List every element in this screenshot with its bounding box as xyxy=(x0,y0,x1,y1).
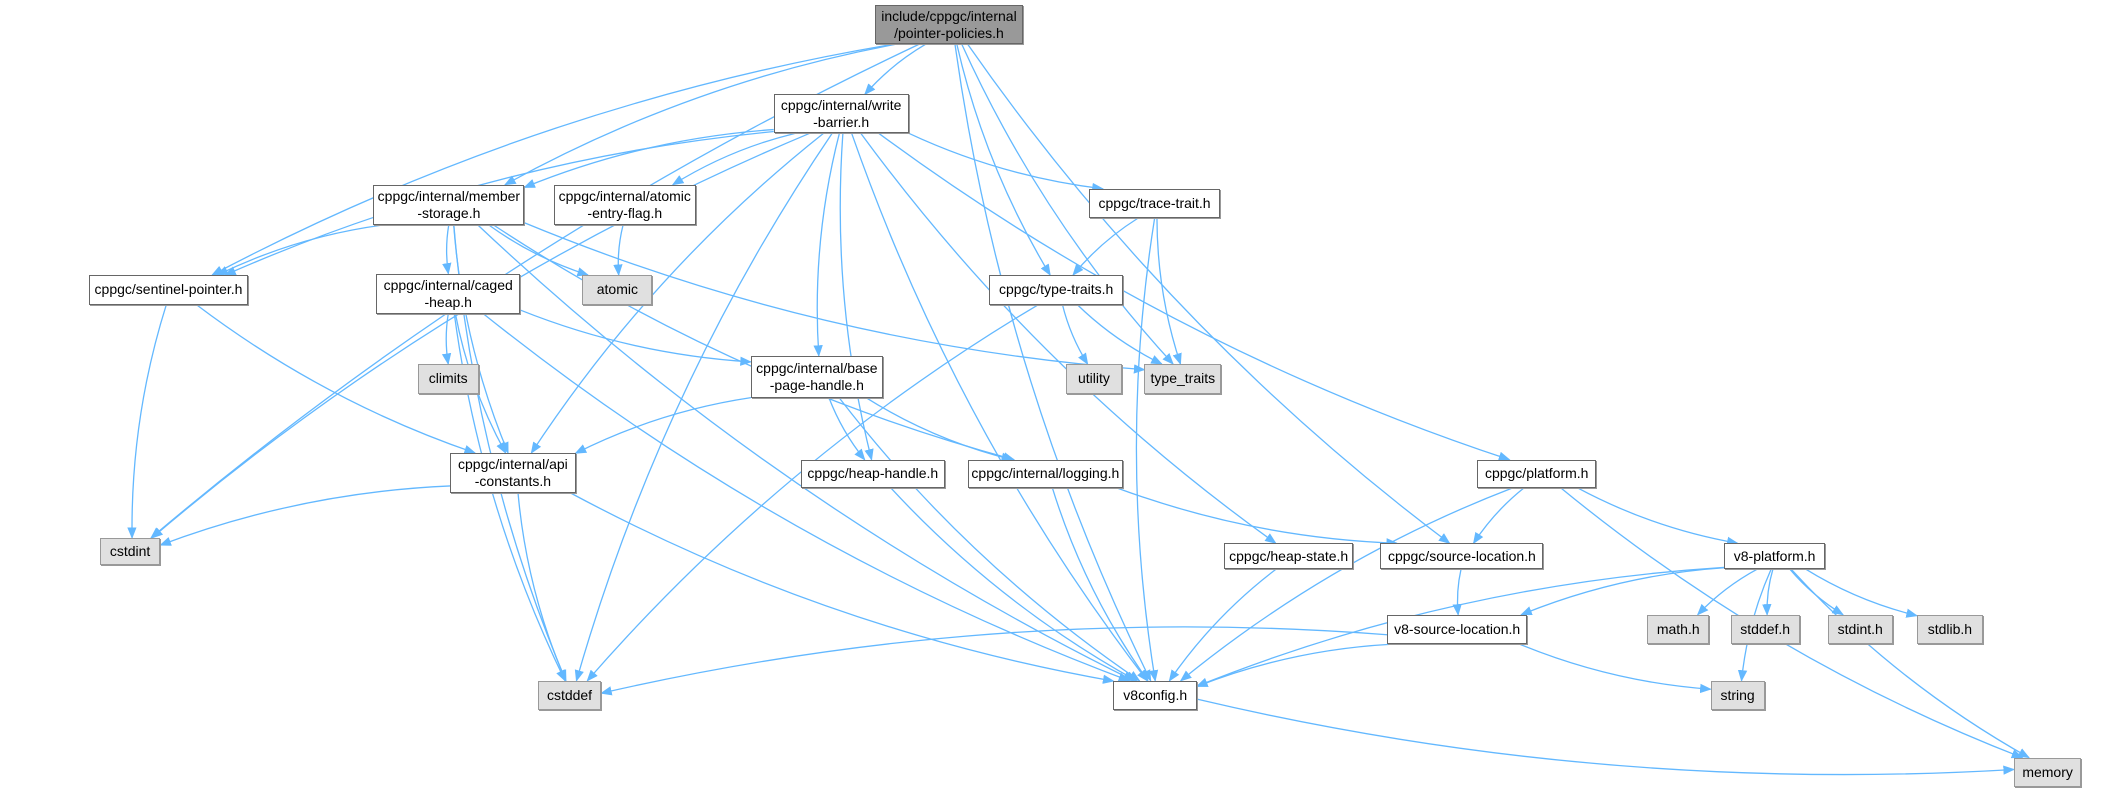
graph-node-wb[interactable]: cppgc/internal/write -barrier.h xyxy=(773,94,909,134)
graph-node-stdint: stdint.h xyxy=(1827,614,1893,645)
graph-node-utility: utility xyxy=(1066,363,1122,394)
graph-node-hh[interactable]: cppgc/heap-handle.h xyxy=(800,459,945,488)
graph-node-string: string xyxy=(1710,680,1765,711)
graph-node-cstdint: cstdint xyxy=(99,537,161,565)
graph-node-ms[interactable]: cppgc/internal/member -storage.h xyxy=(373,184,525,226)
edge-log-to-sl xyxy=(1116,487,1399,548)
edge-wb-to-aef xyxy=(671,132,795,186)
edge-v8p-to-v8c xyxy=(1195,566,1725,687)
edge-hs-to-v8c xyxy=(1168,568,1277,682)
edge-pp-to-sl xyxy=(967,44,1451,544)
graph-node-sp[interactable]: cppgc/sentinel-pointer.h xyxy=(88,274,249,305)
edge-plat-to-sl xyxy=(1472,487,1525,545)
edge-wb-to-sp xyxy=(224,130,774,276)
graph-node-cstddef: cstddef xyxy=(537,680,602,711)
edge-pp-to-ms xyxy=(504,43,895,186)
edge-pp-to-sp xyxy=(211,43,892,276)
edge-ch-to-climits xyxy=(441,313,452,366)
edge-ms-to-ch xyxy=(442,225,452,275)
graph-node-v8sl[interactable]: v8-source-location.h xyxy=(1387,614,1528,645)
graph-node-aef[interactable]: cppgc/internal/atomic -entry-flag.h xyxy=(554,184,696,226)
graph-node-climits: climits xyxy=(417,363,479,394)
graph-node-tyt[interactable]: cppgc/type-traits.h xyxy=(989,274,1123,305)
edge-wb-to-hs xyxy=(860,133,1277,544)
edge-v8sl-to-cstddef xyxy=(600,626,1388,696)
edge-wb-to-cstddef xyxy=(574,133,833,682)
graph-node-plat[interactable]: cppgc/platform.h xyxy=(1477,459,1597,488)
edge-v8p-to-v8sl xyxy=(1520,567,1725,616)
edge-pp-to-wb xyxy=(864,43,926,96)
edge-api-to-v8c xyxy=(571,492,1115,684)
graph-node-tr[interactable]: cppgc/trace-trait.h xyxy=(1089,188,1220,219)
graph-node-memory: memory xyxy=(2013,757,2082,788)
edge-wb-to-plat xyxy=(878,132,1511,461)
graph-node-v8p[interactable]: v8-platform.h xyxy=(1724,543,1826,569)
edge-ms-to-api xyxy=(453,225,509,455)
edge-v8c-to-memory xyxy=(1196,698,2016,776)
edge-wb-to-bph xyxy=(813,133,840,358)
edge-pp-to-v8c xyxy=(954,44,1152,682)
graph-node-api[interactable]: cppgc/internal/api -constants.h xyxy=(450,452,576,494)
graph-node-hs[interactable]: cppgc/heap-state.h xyxy=(1223,543,1354,569)
graph-node-stddef: stddef.h xyxy=(1730,614,1800,645)
edge-tr-to-v8c xyxy=(1135,218,1159,682)
edge-api-to-cstddef xyxy=(517,493,567,682)
edge-ch-to-v8c xyxy=(483,313,1131,682)
edge-v8p-to-math xyxy=(1696,568,1759,616)
edge-ch-to-bph xyxy=(520,309,753,366)
edge-hh-to-v8c xyxy=(890,487,1138,682)
edge-aef-to-atomic xyxy=(613,224,624,277)
edge-ms-to-log xyxy=(493,224,1016,462)
edge-sp-to-cstdint xyxy=(127,304,167,540)
edge-v8p-to-stdlib xyxy=(1804,568,1918,618)
edge-v8p-to-stddef xyxy=(1762,568,1774,616)
edge-v8sl-to-string xyxy=(1519,643,1712,694)
graph-node-log[interactable]: cppgc/internal/logging.h xyxy=(967,459,1123,488)
edge-wb-to-tr xyxy=(908,132,1104,193)
edge-bph-to-hh xyxy=(828,397,866,461)
graph-node-pp[interactable]: include/cppgc/internal /pointer-policies… xyxy=(874,5,1024,45)
edge-tr-to-type_traits xyxy=(1156,218,1182,366)
edge-tyt-to-type_traits xyxy=(1076,304,1163,365)
edge-wb-to-v8c xyxy=(851,133,1148,682)
graph-node-sl[interactable]: cppgc/source-location.h xyxy=(1380,543,1544,569)
edge-pp-to-tyt xyxy=(956,44,1051,276)
edge-tyt-to-cstddef xyxy=(586,304,1039,682)
graph-node-math: math.h xyxy=(1647,614,1710,645)
graph-node-ch[interactable]: cppgc/internal/caged -heap.h xyxy=(376,273,521,315)
graph-node-v8c[interactable]: v8config.h xyxy=(1113,680,1197,711)
edge-plat-to-v8c xyxy=(1179,487,1513,682)
edge-wb-to-ms xyxy=(523,128,774,188)
edge-ms-to-type_traits xyxy=(524,222,1146,374)
graph-node-atomic: atomic xyxy=(582,274,653,305)
edge-bph-to-api xyxy=(574,397,752,454)
edge-pp-to-type_traits xyxy=(961,44,1174,365)
edge-v8sl-to-v8c xyxy=(1195,643,1390,688)
edge-plat-to-v8p xyxy=(1577,487,1739,547)
edge-sl-to-v8sl xyxy=(1452,568,1462,616)
edge-ms-to-atomic xyxy=(488,224,590,277)
edge-v8p-to-memory xyxy=(1790,568,2030,759)
graph-node-bph[interactable]: cppgc/internal/base -page-handle.h xyxy=(750,355,883,398)
edge-sp-to-api xyxy=(195,304,477,454)
edge-wb-to-hh xyxy=(839,133,874,461)
edge-log-to-v8c xyxy=(1051,487,1149,682)
edge-bph-to-v8c xyxy=(838,397,1141,682)
graph-node-stdlib: stdlib.h xyxy=(1916,614,1983,645)
graph-node-type_traits: type_traits xyxy=(1144,363,1222,394)
edge-tr-to-tyt xyxy=(1072,217,1138,276)
edge-wb-to-api xyxy=(530,132,824,454)
edge-tyt-to-utility xyxy=(1061,304,1089,365)
edge-ms-to-sp xyxy=(216,224,383,276)
edge-ms-to-v8c xyxy=(477,224,1135,682)
edge-api-to-cstdint xyxy=(159,485,451,546)
edge-bph-to-log xyxy=(865,397,1014,462)
